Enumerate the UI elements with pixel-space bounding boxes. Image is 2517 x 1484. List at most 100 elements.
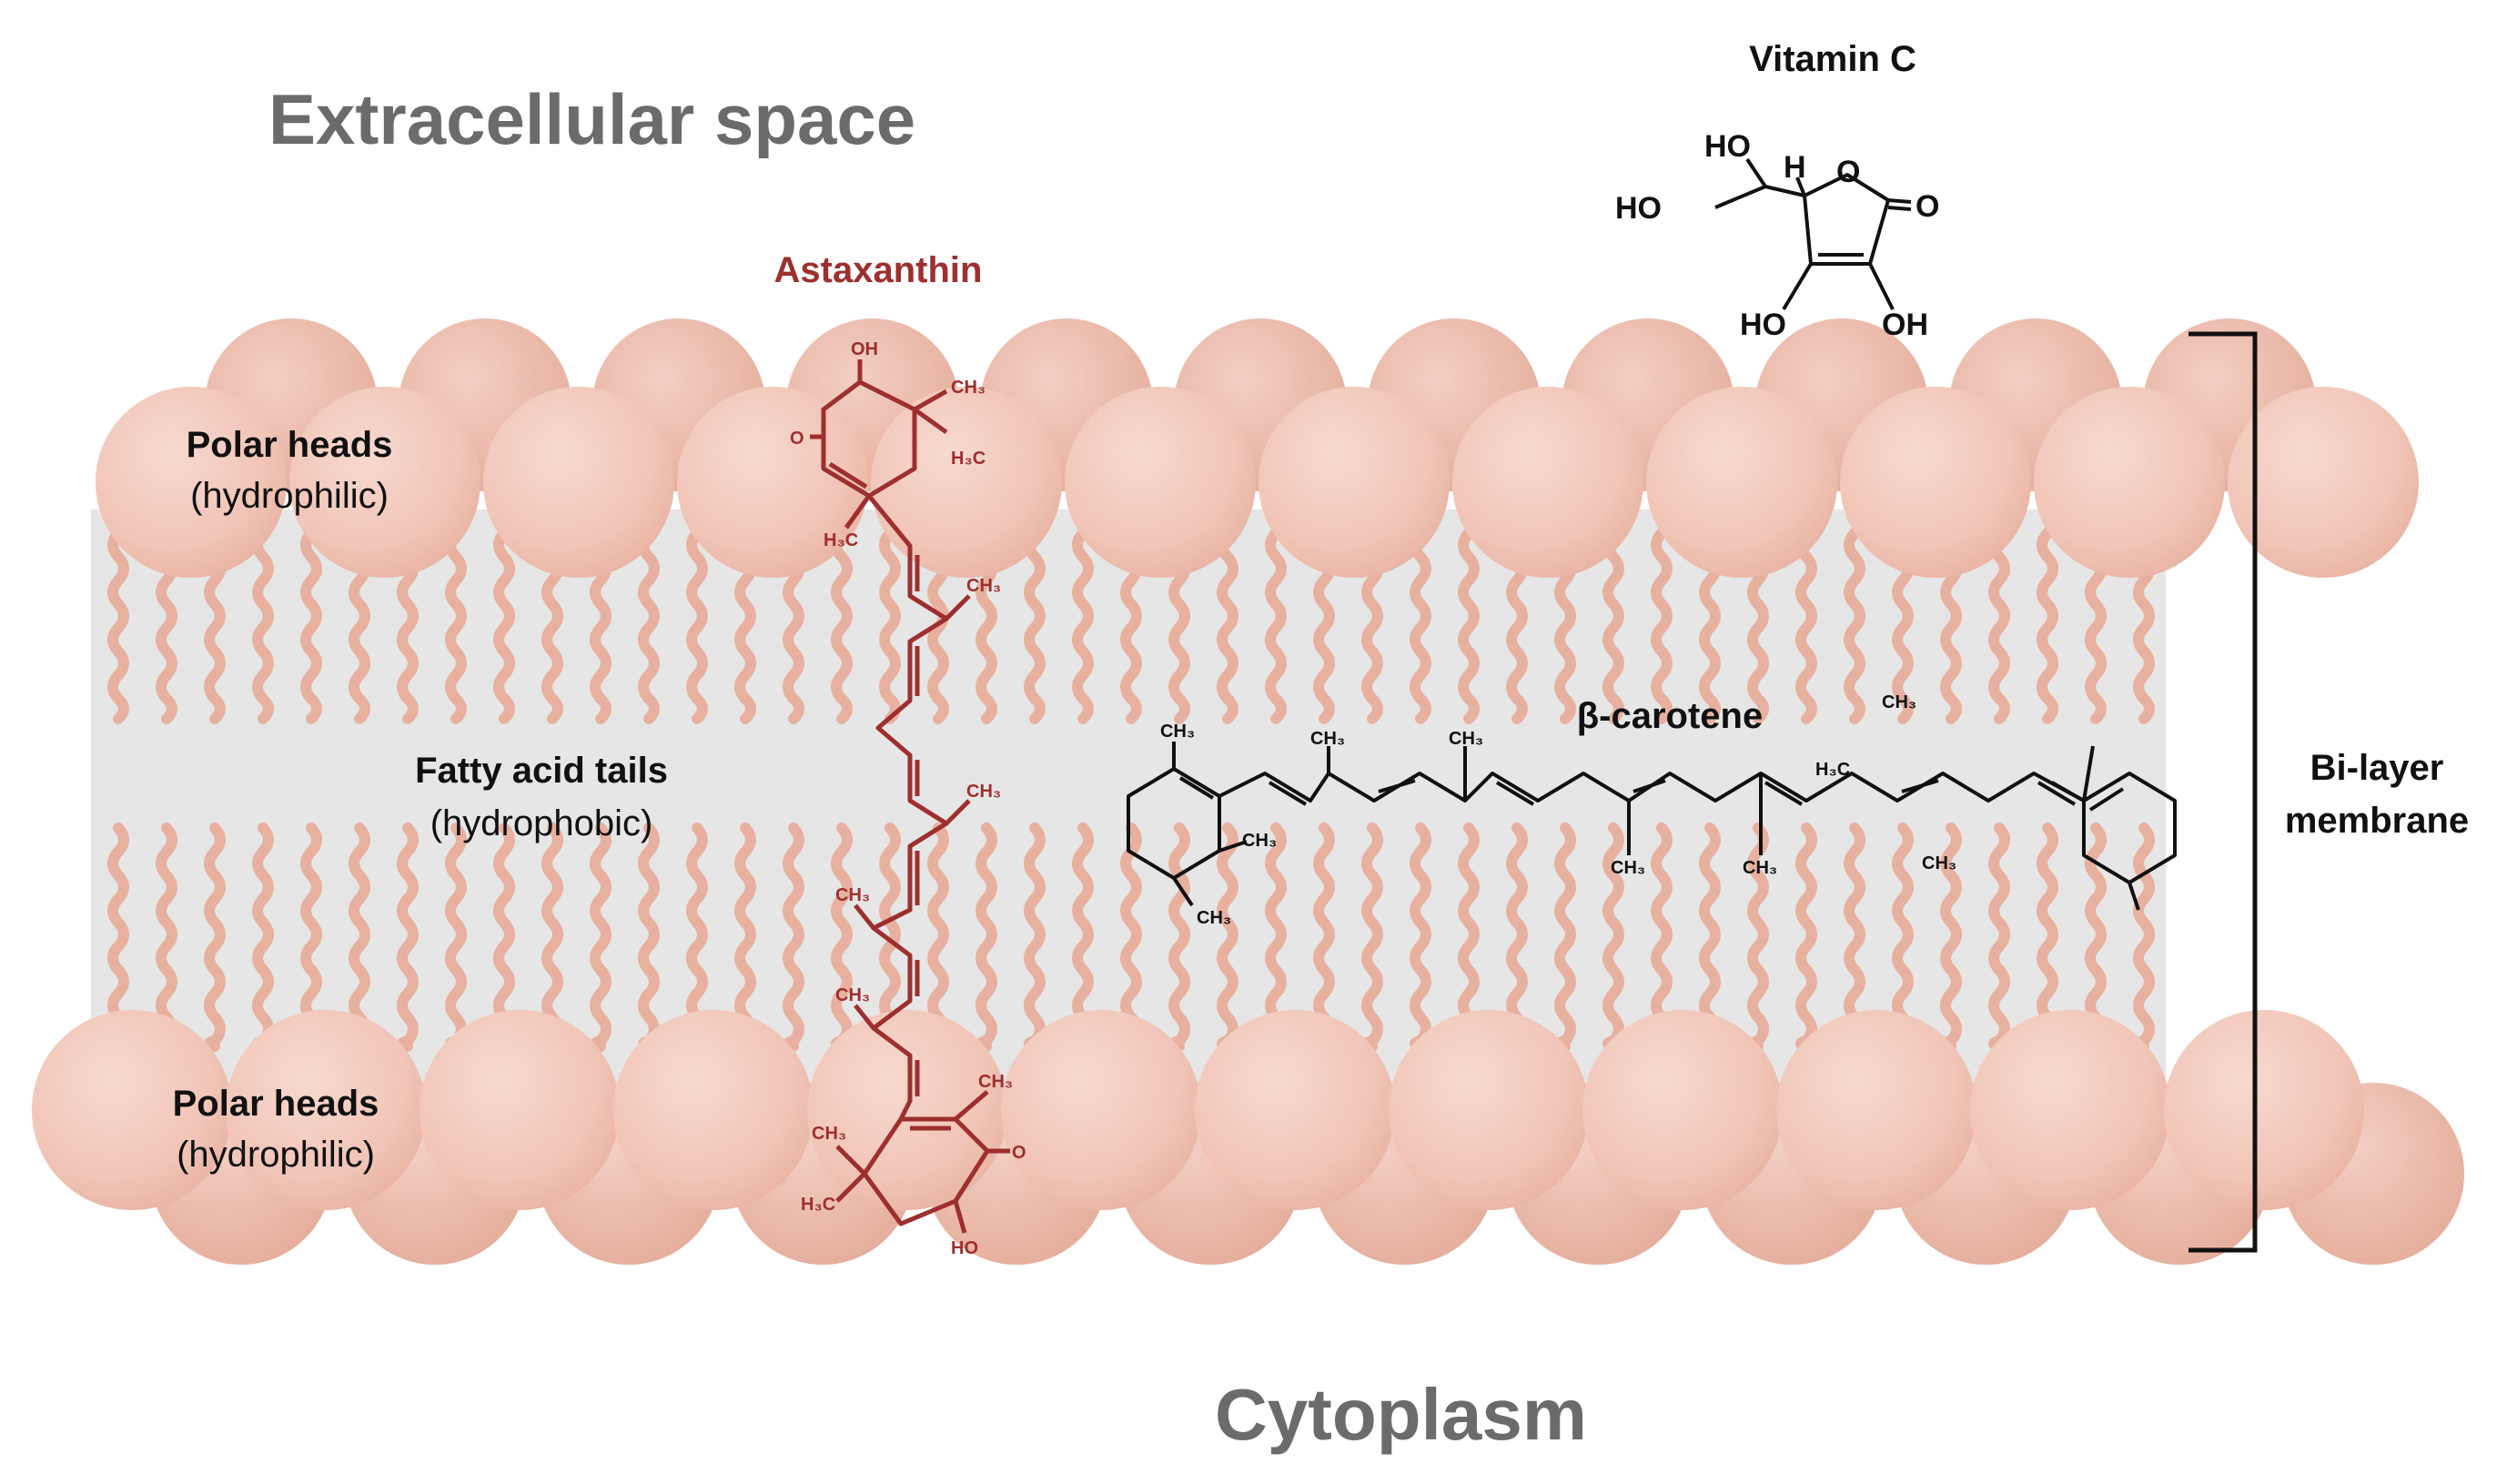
beta-carotene-ch3-9: CH₃	[1922, 853, 1956, 873]
astaxanthin-ch3-1: CH₃	[966, 576, 1001, 596]
fatty-acid-tail	[638, 823, 660, 1052]
top-polar-heads-title: Polar heads	[187, 425, 393, 465]
polar-head	[289, 387, 480, 578]
fatty-acid-tail	[1651, 504, 1673, 724]
fatty-acid-tail	[300, 504, 322, 724]
polar-heads-lower-front	[32, 1010, 2364, 1210]
beta-carotene-h3c: H₃C	[1815, 760, 1850, 780]
polar-head	[1840, 387, 2031, 578]
fatty-acid-tail	[879, 504, 901, 724]
polar-heads-upper-front	[96, 387, 2419, 578]
polar-head	[2228, 387, 2419, 578]
polar-head	[1065, 387, 1256, 578]
fatty-acid-tails-subtitle: (hydrophobic)	[430, 803, 653, 843]
vitamin-c-o-ring: O	[1836, 155, 1860, 189]
vitamin-c-o-carbonyl: O	[1916, 189, 1939, 224]
fatty-acid-tail	[2133, 823, 2155, 1052]
astaxanthin-o-bottom: O	[1012, 1143, 1026, 1163]
astaxanthin-oh-top: OH	[851, 339, 878, 359]
fatty-acid-tail	[783, 823, 804, 1052]
beta-carotene-ch3-8: CH₃	[1882, 692, 1916, 712]
top-polar-heads-subtitle: (hydrophilic)	[190, 476, 389, 516]
astaxanthin-h3c-bottom: H₃C	[801, 1195, 835, 1215]
polar-head	[420, 1010, 620, 1210]
astaxanthin-ch3-6: CH₃	[812, 1124, 846, 1144]
cytoplasm-label: Cytoplasm	[1215, 1374, 1587, 1455]
fatty-acid-tail	[397, 823, 419, 1052]
polar-head	[1389, 1010, 1589, 1210]
astaxanthin-ch3-5: CH₃	[978, 1072, 1013, 1092]
vitamin-c-h: H	[1784, 150, 1806, 185]
vitamin-c-label: Vitamin C	[1749, 39, 1916, 79]
astaxanthin-structure	[810, 359, 1010, 1234]
astaxanthin-ch3-2: CH₃	[966, 782, 1001, 802]
bottom-polar-heads-subtitle: (hydrophilic)	[177, 1135, 375, 1175]
fatty-acid-tail	[1361, 823, 1383, 1052]
astaxanthin-label: Astaxanthin	[774, 250, 983, 290]
astaxanthin-h3c-top: H₃C	[951, 449, 986, 469]
polar-head	[871, 387, 1062, 578]
bilayer-bracket	[2188, 331, 2258, 1253]
polar-head	[1582, 1010, 1783, 1210]
polar-head	[1970, 1010, 2170, 1210]
astaxanthin-ch3-top: CH₃	[951, 378, 986, 398]
bilayer-label-line2: membrane	[2285, 801, 2469, 841]
fatty-acid-tail	[1747, 823, 1769, 1052]
astaxanthin-molecule: Astaxanthin	[774, 250, 1026, 1258]
bilayer-label-line1: Bi-layer	[2310, 748, 2444, 788]
fatty-acid-tail	[493, 504, 515, 724]
fatty-acid-tail	[1988, 823, 2010, 1052]
fatty-acid-tail	[1795, 823, 1817, 1052]
vitamin-c-molecule: Vitamin C HO H HO O O HO OH	[1615, 39, 1939, 342]
polar-head	[2034, 387, 2225, 578]
astaxanthin-o-top: O	[790, 429, 804, 449]
polar-head	[32, 1010, 232, 1210]
polar-head	[613, 1010, 814, 1210]
vitamin-c-ho-left: HO	[1615, 191, 1662, 226]
beta-carotene-ch3-5: CH₃	[1449, 729, 1483, 749]
polar-head	[1452, 387, 1643, 578]
polar-head	[1776, 1010, 1976, 1210]
fatty-acid-tail	[975, 823, 997, 1052]
fatty-acid-tail	[1940, 823, 1962, 1052]
polar-head	[1195, 1010, 1395, 1210]
vitamin-c-ho-top: HO	[1704, 129, 1751, 164]
beta-carotene-structure	[1127, 742, 2177, 911]
polar-head	[2164, 1010, 2364, 1210]
beta-carotene-ch3-7: CH₃	[1743, 858, 1777, 878]
vitamin-c-ho-bottom: HO	[1740, 308, 1786, 342]
beta-carotene-ch3-3: CH₃	[1197, 908, 1231, 928]
polar-head	[1258, 387, 1450, 578]
beta-carotene-ch3-6: CH₃	[1611, 858, 1645, 878]
astaxanthin-ch3-4: CH₃	[835, 985, 870, 1005]
fatty-acid-tail	[686, 504, 708, 724]
fatty-acid-tail	[1844, 504, 1865, 724]
beta-carotene-label: β-carotene	[1577, 696, 1763, 736]
fatty-acid-tails-title: Fatty acid tails	[415, 751, 668, 791]
fatty-acid-tail	[590, 823, 612, 1052]
astaxanthin-ch3-3: CH₃	[835, 885, 870, 905]
fatty-acid-tail	[1602, 823, 1624, 1052]
polar-head	[1001, 1010, 1201, 1210]
fatty-acid-tail	[1168, 823, 1190, 1052]
extracellular-space-label: Extracellular space	[268, 79, 915, 159]
bottom-polar-heads-title: Polar heads	[173, 1084, 379, 1124]
vitamin-c-structure	[1714, 157, 1912, 311]
fatty-acid-tail	[1217, 823, 1238, 1052]
fatty-acid-tail	[1024, 823, 1046, 1052]
polar-head	[226, 1010, 426, 1210]
beta-carotene-ch3-4: CH₃	[1310, 729, 1345, 749]
fatty-acid-tail	[1554, 823, 1576, 1052]
fatty-acid-tail	[252, 823, 274, 1052]
beta-carotene-ch3-1: CH₃	[1160, 722, 1195, 742]
astaxanthin-ho-bottom: HO	[951, 1238, 978, 1258]
fatty-acid-tail	[1458, 504, 1480, 724]
polar-head	[96, 387, 287, 578]
fatty-acid-tail	[1265, 504, 1287, 724]
fatty-acid-tail	[831, 823, 853, 1052]
polar-head	[1646, 387, 1837, 578]
fatty-acid-tail	[204, 823, 226, 1052]
beta-carotene-molecule: β-carotene CH₃ CH₃ CH₃	[1127, 692, 2177, 928]
beta-carotene-ch3-2: CH₃	[1242, 831, 1277, 851]
